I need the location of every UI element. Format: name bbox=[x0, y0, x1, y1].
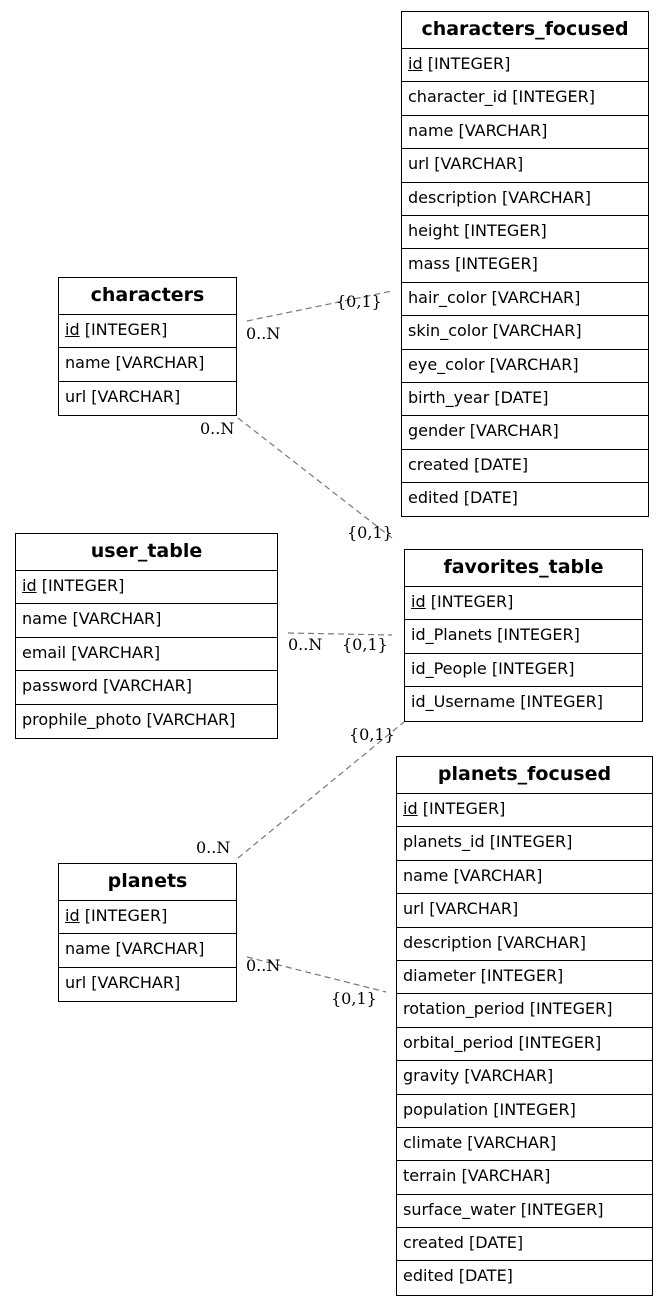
cardinality-from: 0..N bbox=[246, 956, 280, 975]
attribute-row: id_Planets [INTEGER] bbox=[405, 620, 642, 654]
attribute-row: hair_color [VARCHAR] bbox=[402, 283, 648, 317]
edge-characters-characters-focused: 0..N {0,1} bbox=[246, 290, 393, 343]
attribute-row: birth_year [DATE] bbox=[402, 383, 648, 417]
entity-user-table: user_table id [INTEGER] name [VARCHAR] e… bbox=[15, 533, 278, 739]
attribute-row: name [VARCHAR] bbox=[59, 348, 236, 382]
entity-planets-focused: planets_focused id [INTEGER] planets_id … bbox=[396, 756, 653, 1296]
attribute-row: name [VARCHAR] bbox=[16, 604, 277, 638]
attribute-row: id [INTEGER] bbox=[405, 587, 642, 621]
attribute-row: name [VARCHAR] bbox=[59, 934, 236, 968]
attribute-type: [INTEGER] bbox=[79, 906, 168, 925]
entity-title: planets bbox=[59, 864, 236, 901]
entity-title: user_table bbox=[16, 534, 277, 571]
cardinality-to: {0,1} bbox=[349, 725, 395, 744]
attribute-row: id [INTEGER] bbox=[402, 49, 648, 83]
attribute-row: edited [DATE] bbox=[408, 488, 518, 508]
attribute-row: planets_id [INTEGER] bbox=[397, 827, 652, 861]
primary-key: id bbox=[65, 320, 80, 339]
attribute-row: created [DATE] bbox=[397, 1228, 652, 1262]
attribute-row: mass [INTEGER] bbox=[402, 249, 648, 283]
entity-title: planets_focused bbox=[397, 757, 652, 794]
cardinality-from: 0..N bbox=[200, 419, 234, 438]
attribute-row: url [VARCHAR] bbox=[65, 386, 181, 406]
attribute-row: gender [VARCHAR] bbox=[402, 416, 648, 450]
edge-line bbox=[246, 956, 387, 993]
attribute-row: description [VARCHAR] bbox=[397, 928, 652, 961]
attribute-row: id [INTEGER] bbox=[397, 794, 652, 828]
attribute-row: surface_water [INTEGER] bbox=[397, 1195, 652, 1229]
attribute-row: prophile_photo [VARCHAR] bbox=[22, 709, 236, 729]
entity-title: characters bbox=[59, 278, 236, 315]
edge-user-table-favorites-table: 0..N {0,1} bbox=[287, 632, 393, 654]
cardinality-to: {0,1} bbox=[331, 989, 377, 1008]
attribute-row: skin_color [VARCHAR] bbox=[402, 316, 648, 350]
cardinality-from: 0..N bbox=[196, 838, 230, 857]
attribute-row: url [VARCHAR] bbox=[397, 894, 652, 928]
attribute-type: [INTEGER] bbox=[425, 592, 514, 611]
attribute-row: climate [VARCHAR] bbox=[397, 1128, 652, 1162]
edge-line bbox=[246, 290, 393, 322]
attribute-row: description [VARCHAR] bbox=[402, 183, 648, 216]
attribute-row: terrain [VARCHAR] bbox=[397, 1161, 652, 1195]
attribute-row: id [INTEGER] bbox=[16, 571, 277, 605]
attribute-row: id [INTEGER] bbox=[59, 901, 236, 935]
primary-key: id bbox=[65, 906, 80, 925]
edge-planets-favorites-table: 0..N {0,1} bbox=[196, 721, 405, 859]
attribute-row: rotation_period [INTEGER] bbox=[397, 994, 652, 1028]
attribute-type: [INTEGER] bbox=[36, 576, 125, 595]
attribute-row: eye_color [VARCHAR] bbox=[402, 350, 648, 383]
entity-favorites-table: favorites_table id [INTEGER] id_Planets … bbox=[404, 549, 643, 722]
primary-key: id bbox=[411, 592, 426, 611]
attribute-row: edited [DATE] bbox=[403, 1266, 513, 1286]
attribute-row: name [VARCHAR] bbox=[402, 116, 648, 150]
cardinality-to: {0,1} bbox=[336, 292, 382, 311]
primary-key: id bbox=[408, 54, 423, 73]
entity-title: characters_focused bbox=[402, 12, 648, 49]
cardinality-from: 0..N bbox=[288, 635, 322, 654]
attribute-row: id_Username [INTEGER] bbox=[411, 692, 603, 712]
attribute-row: height [INTEGER] bbox=[402, 216, 648, 250]
attribute-row: created [DATE] bbox=[402, 450, 648, 484]
attribute-type: [INTEGER] bbox=[79, 320, 168, 339]
cardinality-to: {0,1} bbox=[347, 523, 393, 542]
attribute-row: id_People [INTEGER] bbox=[405, 654, 642, 688]
primary-key: id bbox=[403, 799, 418, 818]
entity-title: favorites_table bbox=[405, 550, 642, 587]
attribute-row: name [VARCHAR] bbox=[397, 861, 652, 895]
cardinality-to: {0,1} bbox=[342, 635, 388, 654]
edge-line bbox=[287, 632, 393, 636]
edge-planets-planets-focused: 0..N {0,1} bbox=[246, 956, 387, 1008]
entity-characters: characters id [INTEGER] name [VARCHAR] u… bbox=[58, 277, 237, 417]
entity-planets: planets id [INTEGER] name [VARCHAR] url … bbox=[58, 863, 237, 1003]
attribute-type: [INTEGER] bbox=[417, 799, 506, 818]
attribute-row: population [INTEGER] bbox=[397, 1095, 652, 1128]
attribute-row: password [VARCHAR] bbox=[16, 671, 277, 705]
attribute-type: [INTEGER] bbox=[422, 54, 511, 73]
attribute-row: email [VARCHAR] bbox=[16, 638, 277, 672]
attribute-row: gravity [VARCHAR] bbox=[397, 1061, 652, 1095]
attribute-row: orbital_period [INTEGER] bbox=[397, 1028, 652, 1062]
edge-line bbox=[237, 417, 393, 539]
cardinality-from: 0..N bbox=[246, 324, 280, 343]
attribute-row: url [VARCHAR] bbox=[65, 972, 181, 992]
edge-line bbox=[237, 721, 405, 859]
attribute-row: url [VARCHAR] bbox=[402, 149, 648, 183]
primary-key: id bbox=[22, 576, 37, 595]
attribute-row: id [INTEGER] bbox=[59, 315, 236, 349]
attribute-row: character_id [INTEGER] bbox=[402, 82, 648, 116]
attribute-row: diameter [INTEGER] bbox=[397, 961, 652, 995]
entity-characters-focused: characters_focused id [INTEGER] characte… bbox=[401, 11, 649, 518]
edge-characters-favorites-table: 0..N {0,1} bbox=[200, 417, 393, 542]
